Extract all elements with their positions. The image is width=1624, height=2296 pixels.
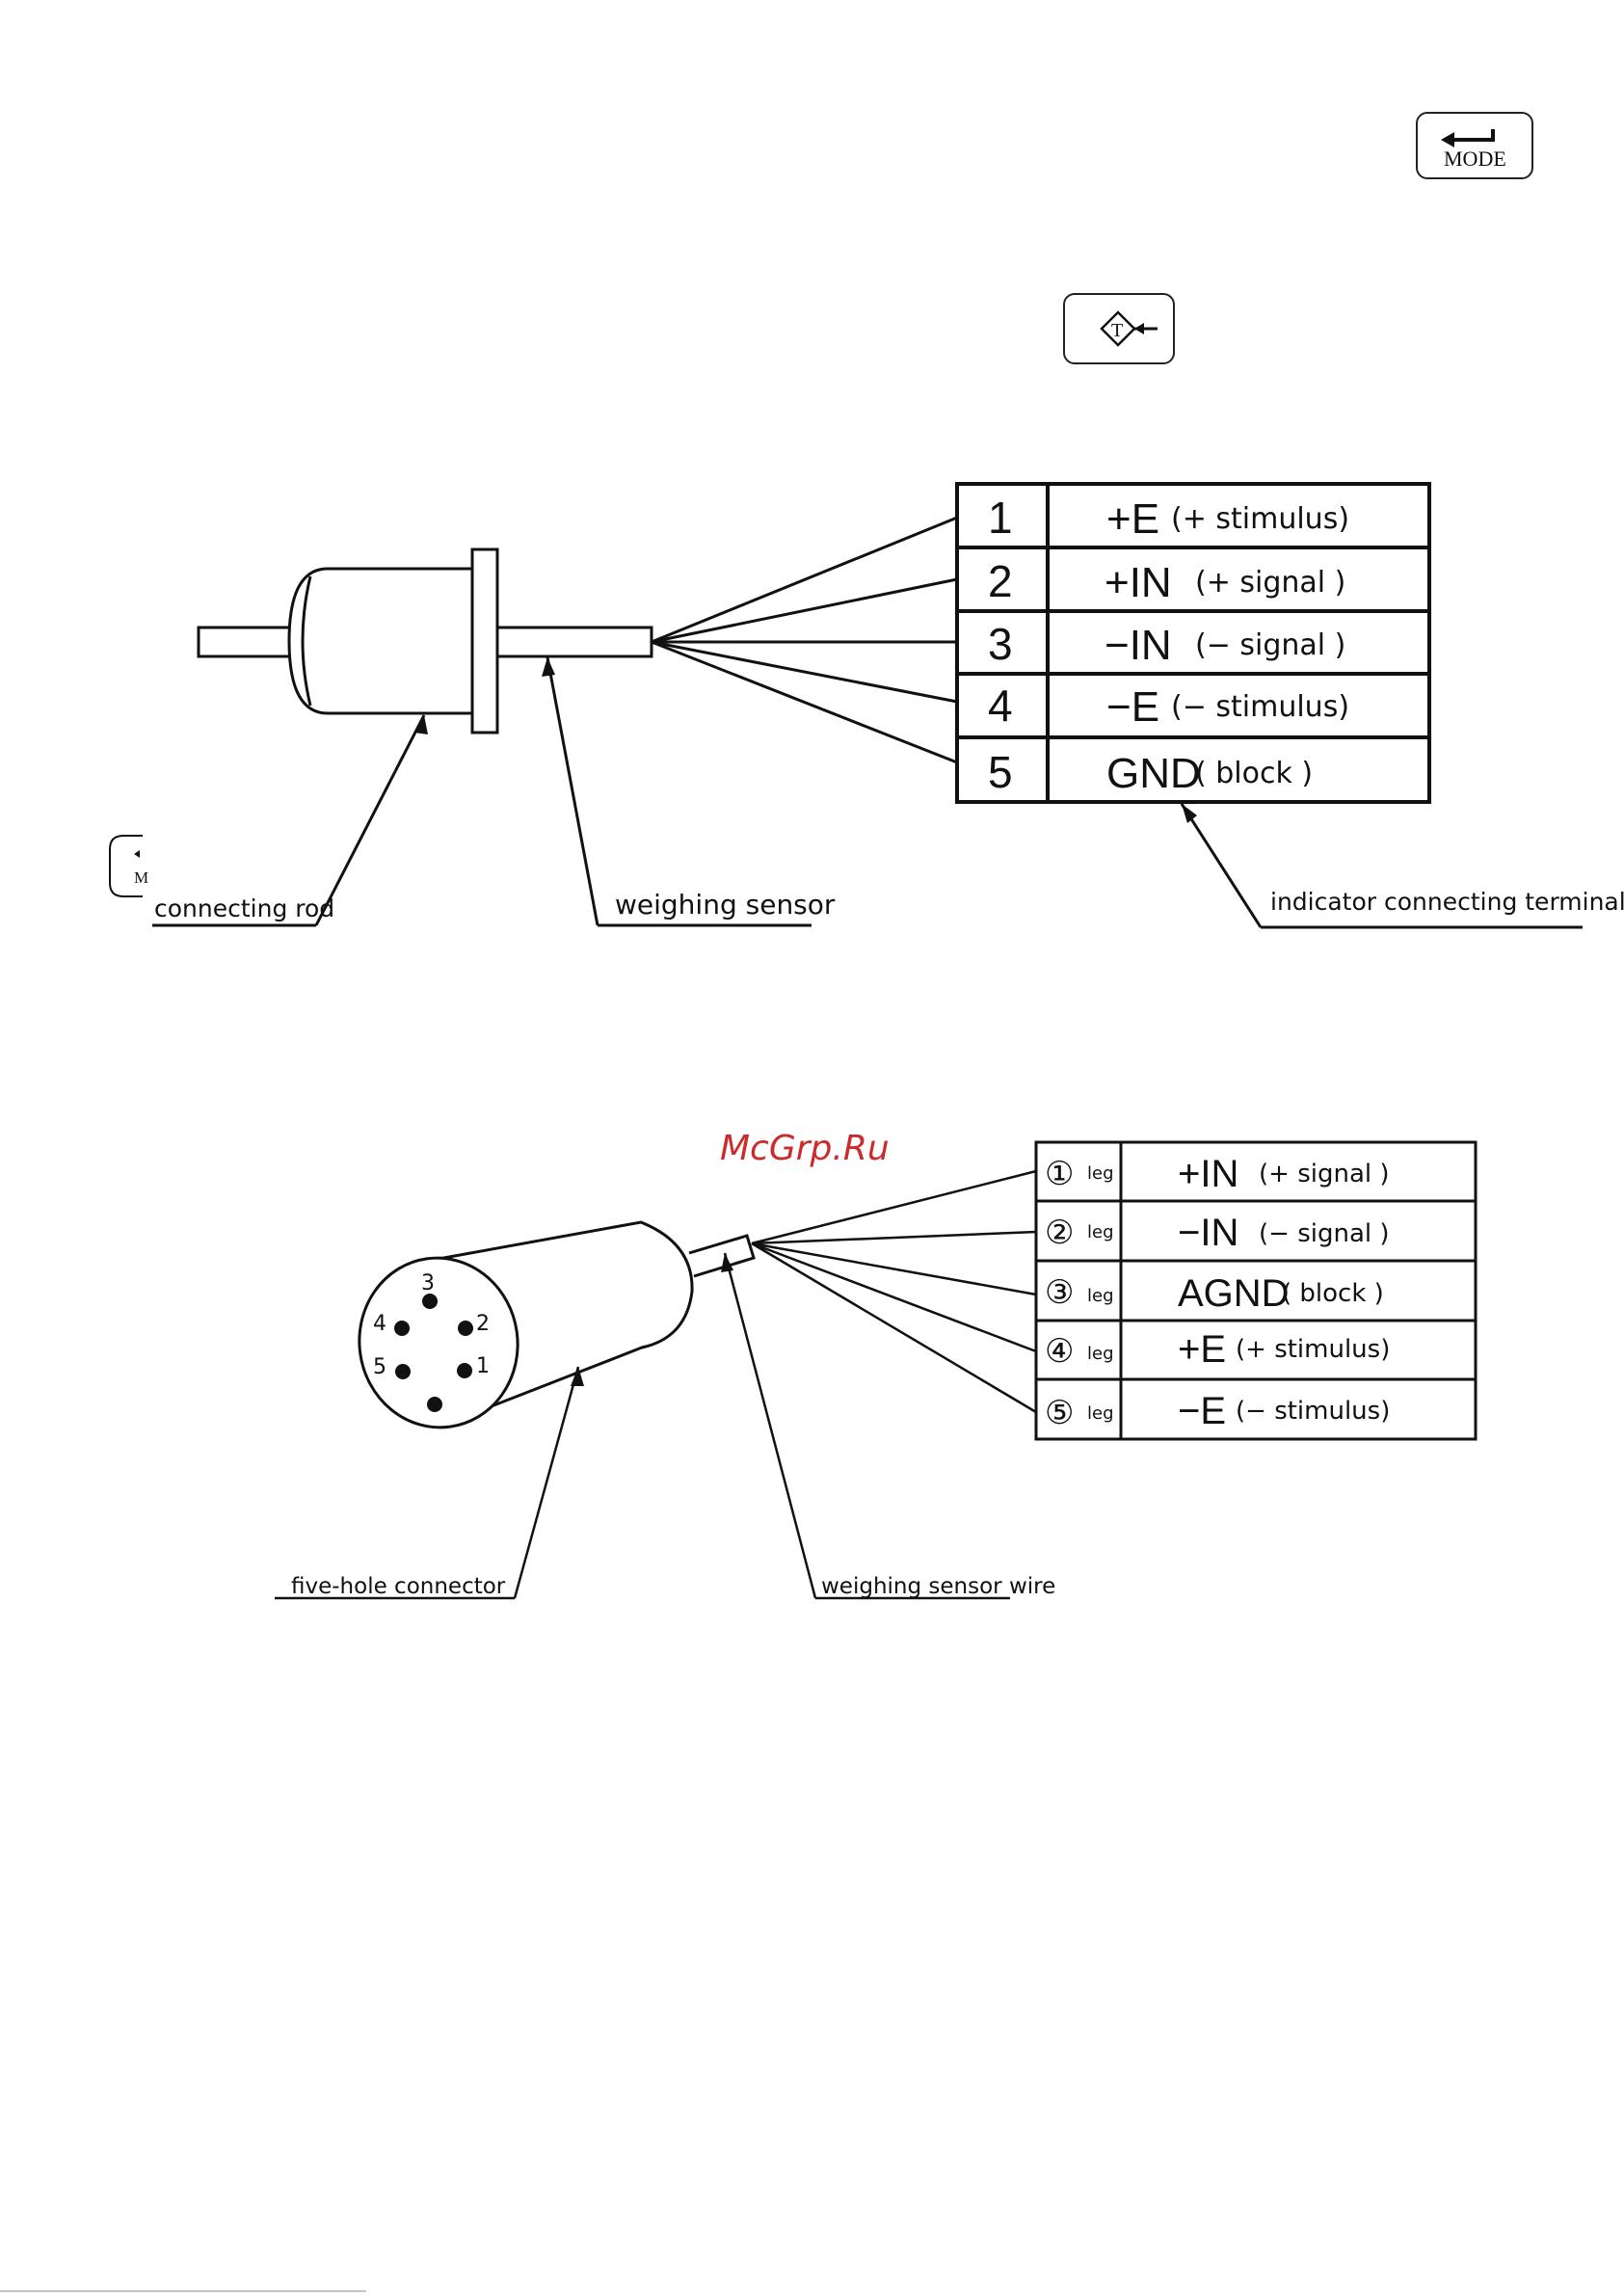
leg-5-num: ⑤ (1045, 1394, 1074, 1432)
leg-5-desc: (− stimulus) (1236, 1397, 1390, 1426)
leg-2-leg: leg (1087, 1222, 1114, 1242)
terminal-pin-1-num: 1 (988, 493, 1013, 543)
terminal-pin-4-desc: (− stimulus) (1171, 690, 1349, 724)
hole-label-2: 2 (476, 1312, 490, 1336)
mode-key: MODE (1416, 112, 1533, 179)
tare-diamond-icon: T (1100, 310, 1158, 347)
terminal-pin-5-code: GND (1106, 750, 1201, 797)
leg-2-num: ② (1045, 1214, 1074, 1252)
terminal-pin-2-code: +IN (1105, 559, 1172, 606)
leg-3-num: ③ (1045, 1273, 1074, 1312)
leg-1-num: ① (1045, 1155, 1074, 1193)
terminal-table (955, 482, 1431, 804)
weighing-sensor-wire-label: weighing sensor wire (821, 1574, 1055, 1599)
partial-key-label: M (134, 868, 148, 887)
enter-arrow-icon (1441, 129, 1495, 147)
leg-1-desc: (+ signal ) (1259, 1160, 1390, 1188)
leg-3-desc: ( block ) (1282, 1279, 1384, 1308)
five-hole-connector-label: five-hole connector (291, 1574, 506, 1599)
terminal-pin-4-num: 4 (988, 681, 1013, 731)
weighing-sensor-label: weighing sensor (615, 889, 836, 921)
connector-wires (751, 1169, 1037, 1414)
terminal-pin-5-desc: ( block ) (1195, 757, 1313, 790)
diagram2-leaders (275, 1252, 1010, 1600)
load-cell-drawing (197, 547, 653, 734)
leg-4-num: ④ (1045, 1332, 1074, 1371)
hole-label-5: 5 (373, 1355, 386, 1379)
partial-key-icon: M (109, 835, 148, 897)
pin-table (1034, 1140, 1478, 1441)
terminal-pin-3-code: −IN (1105, 622, 1172, 669)
hole-label-4: 4 (373, 1312, 386, 1336)
mode-key-label: MODE (1444, 147, 1506, 171)
terminal-pin-3-num: 3 (988, 619, 1013, 669)
terminal-pin-1-code: +E (1106, 495, 1159, 543)
terminal-pin-2-desc: (+ signal ) (1195, 566, 1345, 600)
sensor-wires (651, 516, 958, 764)
connecting-rod-label: connecting rod (154, 894, 334, 922)
leg-3-leg: leg (1087, 1286, 1114, 1306)
indicator-terminal-label: indicator connecting terminal (1270, 888, 1624, 916)
tare-key: T (1063, 293, 1175, 364)
leg-5-leg: leg (1087, 1403, 1114, 1424)
connector-holes (394, 1294, 473, 1412)
terminal-pin-1-desc: (+ stimulus) (1171, 502, 1349, 536)
leg-4-leg: leg (1087, 1344, 1114, 1364)
terminal-pin-4-code: −E (1106, 683, 1159, 731)
leg-1-leg: leg (1087, 1163, 1114, 1184)
diagram1-leaders (152, 656, 1583, 929)
terminal-pin-2-num: 2 (988, 556, 1013, 606)
leg-4-desc: (+ stimulus) (1236, 1335, 1390, 1364)
terminal-pin-5-num: 5 (988, 747, 1013, 797)
leg-3-code: AGND (1178, 1272, 1290, 1315)
leg-5-code: −E (1178, 1390, 1226, 1432)
watermark: McGrp.Ru (720, 1129, 890, 1168)
leg-2-code: −IN (1178, 1212, 1238, 1254)
terminal-pin-3-desc: (− signal ) (1195, 628, 1345, 662)
leg-2-desc: (− signal ) (1259, 1219, 1390, 1248)
hole-label-1: 1 (476, 1354, 490, 1378)
hole-label-3: 3 (421, 1271, 435, 1295)
tare-letter: T (1111, 320, 1123, 341)
leg-1-code: +IN (1178, 1153, 1238, 1195)
leg-4-code: +E (1178, 1328, 1226, 1371)
